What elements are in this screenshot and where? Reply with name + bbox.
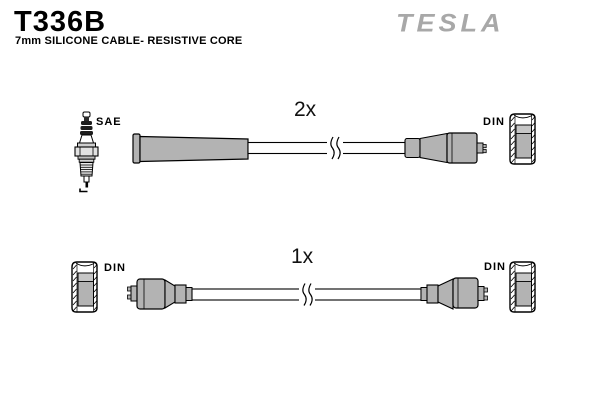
row1-cable-assembly [132,132,487,164]
row2-left-connector-label: DIN [104,262,126,274]
product-subtitle: 7mm SILICONE CABLE- RESISTIVE CORE [15,35,243,47]
row1-left-connector-label: SAE [96,116,122,128]
part-number: T336B [14,6,107,38]
brand-logo: TESLA [396,9,505,37]
row2-quantity-label: 1x [291,245,314,268]
row1-quantity-label: 2x [294,98,317,121]
spark-plug-icon [74,111,99,193]
din-connector-icon [509,261,536,313]
row2-cable-assembly [127,277,488,310]
din-connector-icon [509,113,536,165]
din-connector-icon [71,261,98,313]
row1-right-connector-label: DIN [483,116,505,128]
row2-right-connector-label: DIN [484,261,506,273]
